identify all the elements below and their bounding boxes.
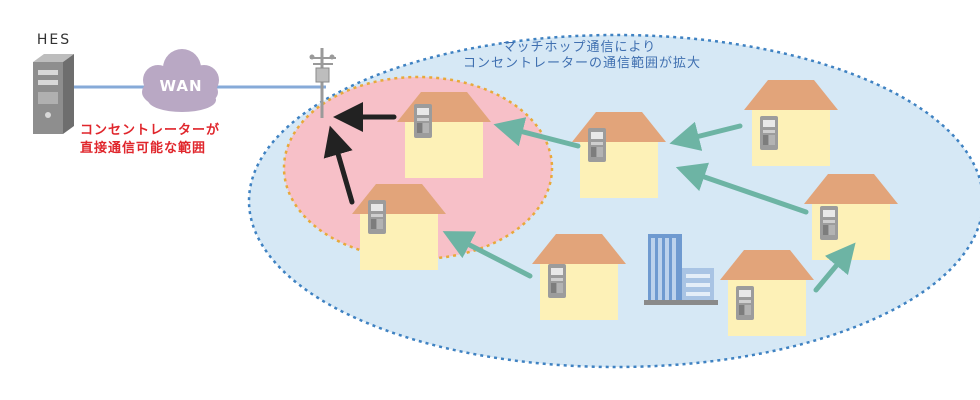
building-icon [644, 234, 718, 305]
wan-label: WAN [159, 77, 202, 95]
house-icon [804, 174, 898, 260]
smart-meter-icon [414, 104, 432, 138]
smart-meter-icon [736, 286, 754, 320]
smart-meter-icon [760, 116, 778, 150]
utility-pole-icon [309, 48, 336, 118]
smart-meter-icon [820, 206, 838, 240]
smart-meter-icon [548, 264, 566, 298]
hop-arrow [442, 231, 533, 279]
smart-meter-icon [368, 200, 386, 234]
hop-arrow [669, 121, 743, 151]
house-icon [532, 234, 626, 320]
wan-cloud-icon [142, 49, 219, 112]
house-icon [572, 112, 666, 198]
hop-arrows [442, 117, 856, 293]
hop-arrow [675, 162, 809, 215]
server-label: HES [37, 32, 71, 48]
concentrator-range-label: コンセントレーターが 直接通信可能な範囲 [80, 122, 226, 156]
direct-arrow [323, 125, 355, 205]
multihop-label: マッチホップ通信により コンセントレーターの通信範囲が拡大 [463, 40, 701, 71]
house-icon [744, 80, 838, 166]
hop-arrow [493, 117, 581, 149]
house-icon [397, 92, 491, 178]
house-icon [352, 184, 446, 270]
house-icon [720, 250, 814, 336]
direct-arrows [323, 102, 397, 205]
hop-arrow [813, 242, 856, 293]
server-icon [33, 54, 74, 134]
smart-meter-icon [588, 128, 606, 162]
